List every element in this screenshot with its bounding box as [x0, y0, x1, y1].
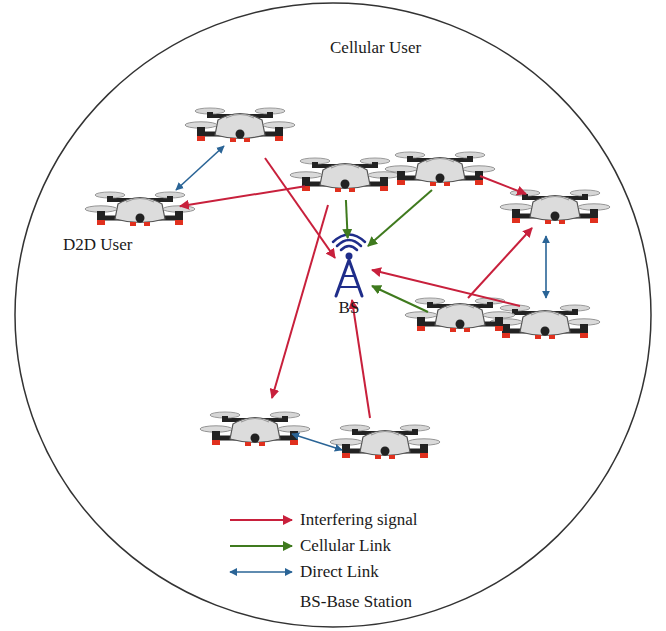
legend-text: Direct Link: [300, 562, 379, 582]
cellular-arrows: [368, 190, 432, 312]
base-station: BS: [330, 238, 368, 296]
interfering-signal: [180, 186, 305, 206]
legend-sample: [230, 545, 292, 547]
cellular-user-drone: Cellular User: [305, 160, 385, 200]
legend-text: Cellular Link: [300, 536, 391, 556]
legend-samples: [230, 520, 292, 572]
legend-sample: [230, 571, 292, 573]
node-label: Cellular User: [330, 38, 421, 58]
node-label: D2D User: [63, 235, 132, 255]
node-label: BS: [330, 298, 368, 318]
note-label: BS-Base Station: [300, 592, 412, 612]
base-station-symbol: [333, 235, 365, 297]
legend-sample: [230, 519, 292, 521]
coverage-circle: [15, 3, 651, 627]
interfering-arrows: [265, 158, 532, 418]
legend-text: Interfering signal: [300, 510, 418, 530]
d2d-user-drone: D2D User: [100, 195, 180, 230]
drones: [85, 108, 610, 459]
cellular-link: [346, 200, 348, 238]
direct-arrows: [176, 146, 546, 450]
